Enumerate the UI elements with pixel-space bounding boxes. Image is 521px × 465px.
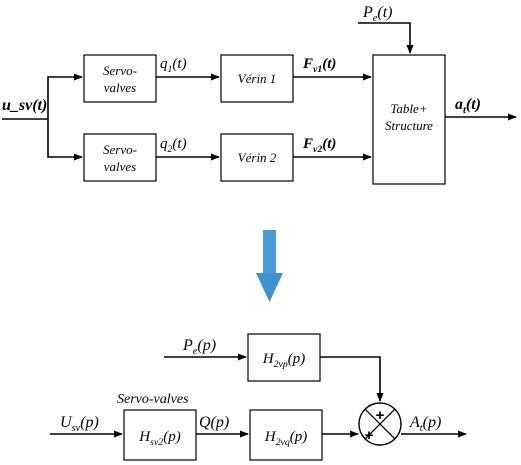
table-structure-line1: Table+ [390, 101, 427, 116]
servo-valves-box-1 [83, 54, 157, 103]
h2vp-label: H2vp(p) [262, 351, 306, 370]
servo-valves-1-line2: valves [104, 80, 136, 95]
summing-plus-left: + [365, 427, 374, 444]
servo-valves-box-2 [83, 133, 157, 182]
hsv2-label: Hsv2(p) [138, 429, 180, 448]
top-split-wire [47, 73, 83, 119]
summing-plus-top: + [376, 407, 385, 424]
pe-t-wire [358, 22, 414, 54]
servo-valves-caption: Servo-valves [117, 392, 189, 407]
q2-label: q2(t) [160, 136, 187, 155]
h2vq-box [249, 409, 323, 461]
h2vq-label: H2vq(p) [264, 429, 308, 448]
table-structure-box [372, 54, 446, 185]
summing-junction: + + [358, 402, 402, 446]
summing-junction-cross-2 [364, 408, 396, 440]
pe-t-label: Pe(t) [362, 4, 393, 24]
servo-valves-2-line1: Servo- [103, 142, 137, 157]
fv1-label: Fv1(t) [302, 56, 336, 75]
verin-1-box [220, 54, 294, 103]
top-output-label: at(t) [455, 96, 481, 116]
q-p-label: Q(p) [199, 414, 229, 431]
verin-1-label: Vérin 1 [238, 71, 277, 86]
fv2-label: Fv2(t) [302, 136, 336, 155]
servo-valves-2-line2: valves [104, 159, 136, 174]
top-input-label: u_sv(t) [2, 97, 47, 114]
h2vp-to-sum-wire [320, 356, 384, 402]
table-structure-line2: Structure [385, 118, 433, 133]
hsv2-box [123, 409, 197, 461]
pe-p-label: Pe(p) [182, 337, 216, 357]
transform-down-arrow-icon [256, 230, 283, 302]
transform-arrow-head [256, 273, 283, 302]
bottom-diagram: Pe(p) H2vp(p) Usv(p) Servo-valves Hsv2(p… [50, 333, 467, 461]
servo-valves-1-line1: Servo- [103, 63, 137, 78]
usv-p-label: Usv(p) [60, 414, 99, 434]
top-diagram: u_sv(t) Servo- valves Servo- valves q1(t… [2, 4, 517, 185]
verin-2-label: Vérin 2 [238, 150, 277, 165]
top-split-wire-lower [47, 119, 83, 161]
h2vp-box [247, 333, 321, 382]
transform-arrow-stem [263, 230, 276, 273]
verin-2-box [220, 133, 294, 182]
q1-label: q1(t) [160, 56, 187, 75]
bottom-output-label: At(p) [409, 414, 441, 434]
